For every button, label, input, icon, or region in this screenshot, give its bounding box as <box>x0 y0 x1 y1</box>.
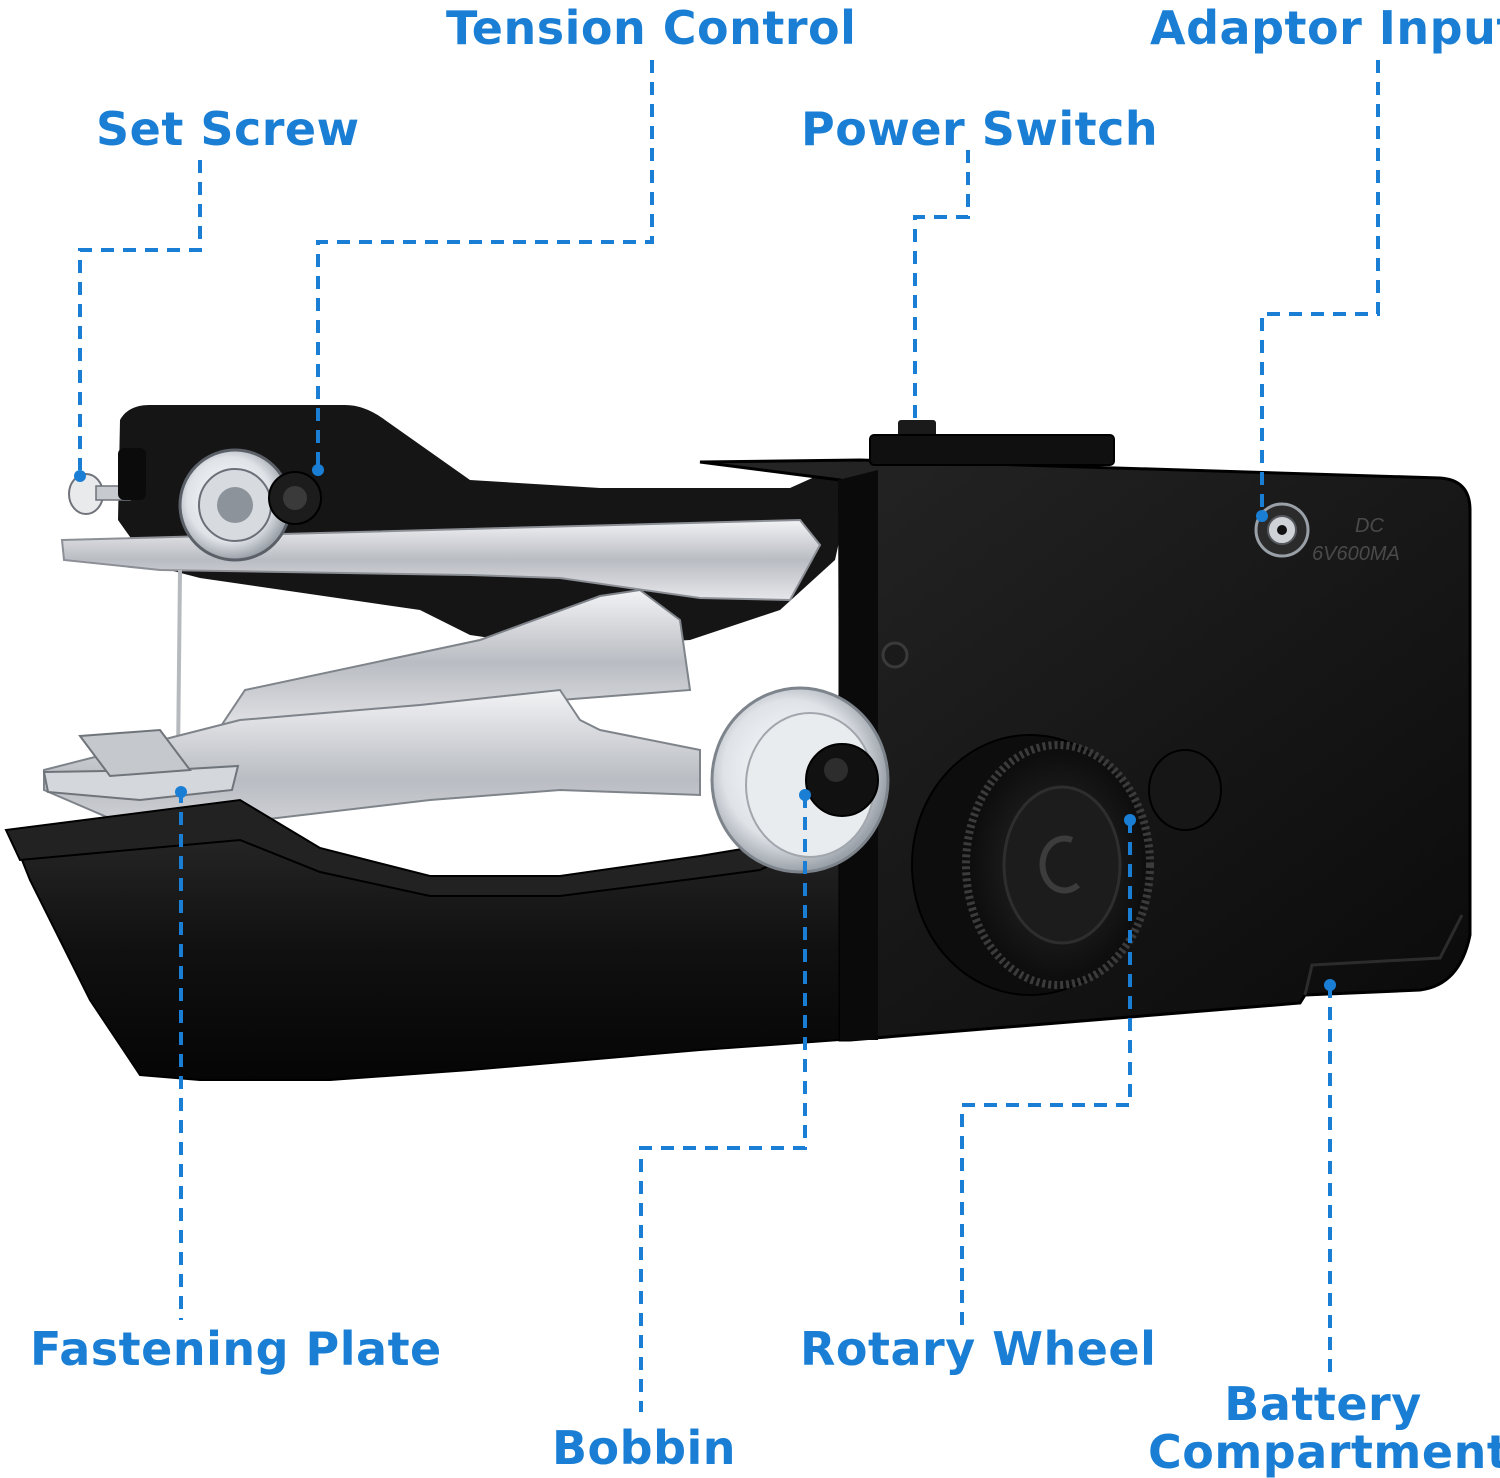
label-tension-control: Tension Control <box>446 1 857 55</box>
power-switch <box>869 420 1115 466</box>
adaptor-input-jack <box>1254 502 1310 558</box>
presser-foot <box>78 728 192 778</box>
leader-rotary-wheel <box>960 820 1132 1330</box>
label-battery-line2: Compartment <box>1148 1425 1500 1478</box>
jack-marking-rating: 6V600MA <box>1312 543 1400 565</box>
label-adaptor-input: Adaptor Input <box>1150 1 1500 55</box>
label-rotary-wheel: Rotary Wheel <box>800 1322 1157 1376</box>
leader-lines <box>74 60 1380 1412</box>
sewing-machine-illustration: DC 6V600MA <box>4 405 1472 1081</box>
leader-bobbin <box>639 795 807 1412</box>
set-screw <box>68 448 146 515</box>
jack-marking-dc: DC <box>1355 515 1384 537</box>
bobbin <box>710 686 890 874</box>
leader-tension-control <box>316 60 654 466</box>
round-button <box>1148 749 1222 831</box>
label-fastening-plate: Fastening Plate <box>30 1322 442 1376</box>
label-power-switch: Power Switch <box>801 102 1159 156</box>
leader-power-switch <box>913 150 970 418</box>
battery-compartment <box>1303 914 1464 996</box>
label-battery-line1: Battery <box>1224 1377 1422 1431</box>
label-bobbin: Bobbin <box>552 1421 737 1475</box>
needle <box>176 569 182 761</box>
tension-control <box>178 448 322 562</box>
label-battery-compartment: Battery Compartment <box>1148 1377 1500 1478</box>
rotary-wheel <box>911 734 1154 996</box>
housing-screw <box>881 641 909 669</box>
leader-set-screw <box>78 160 202 470</box>
leader-adaptor-input <box>1260 60 1380 512</box>
label-set-screw: Set Screw <box>96 102 360 156</box>
